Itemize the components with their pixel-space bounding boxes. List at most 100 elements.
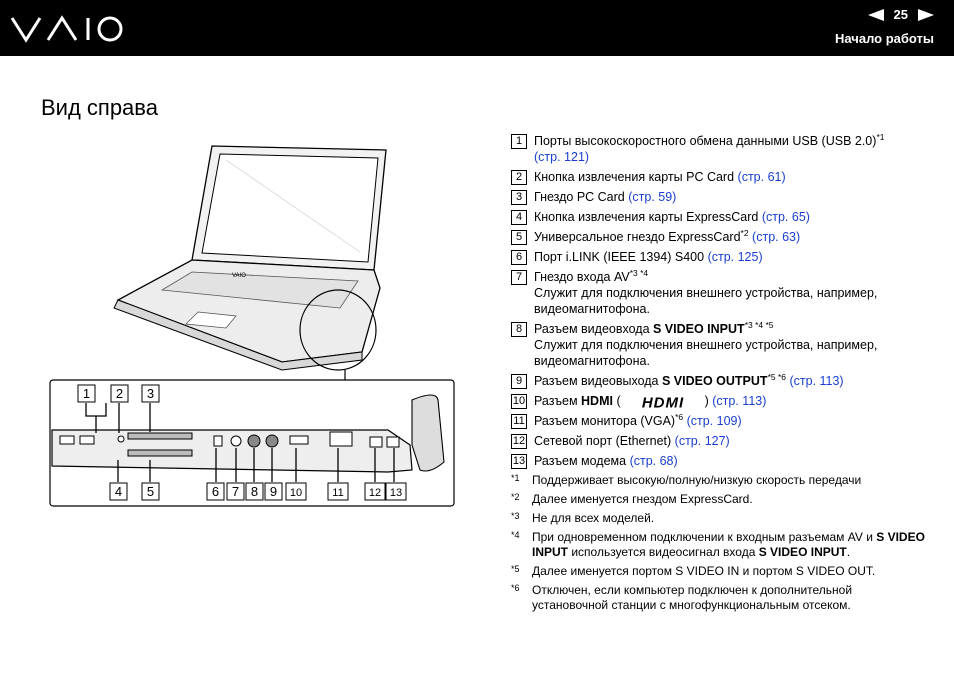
previous-page-icon[interactable]	[867, 8, 884, 21]
list-item: 12 Сетевой порт (Ethernet) (стр. 127)	[511, 433, 931, 449]
footnote-mark: *1	[511, 473, 520, 483]
item-text: Кнопка извлечения карты ExpressCard	[534, 210, 762, 224]
page-navigation: 25	[867, 7, 934, 22]
hdmi-logo-icon: HDMI	[641, 395, 683, 409]
page-link[interactable]: (стр. 68)	[629, 454, 678, 468]
footnote: *6 Отключен, если компьютер подключен к …	[511, 583, 931, 613]
callout-3: 3	[147, 386, 154, 401]
page-title: Вид справа	[41, 95, 158, 120]
item-text: Гнездо PC Card	[534, 190, 629, 204]
page-link[interactable]: (стр. 63)	[748, 230, 801, 244]
footnote-mark: *3	[511, 511, 520, 521]
item-number: 11	[511, 414, 527, 429]
footnotes: *1 Поддерживает высокую/полную/низкую ск…	[511, 473, 931, 613]
callout-10: 10	[290, 487, 302, 499]
page-link[interactable]: (стр. 113)	[712, 394, 767, 408]
component-legend: 1 Порты высокоскоростного обмена данными…	[511, 133, 931, 617]
item-text: )	[704, 394, 713, 408]
callout-boxes: 1 2 3 4 5 6 7 8 9 10 11 12 13	[77, 384, 407, 501]
callout-5: 5	[147, 484, 154, 499]
item-number: 6	[511, 250, 527, 265]
item-text: Порт i.LINK (IEEE 1394) S400	[534, 250, 708, 264]
item-text: Разъем модема	[534, 454, 630, 468]
footnote-ref: *6	[675, 411, 684, 422]
footnote-ref: *1	[876, 131, 885, 142]
item-number: 7	[511, 270, 527, 285]
item-text-bold: S VIDEO INPUT	[653, 322, 745, 336]
item-description: Служит для подключения внешнего устройст…	[534, 338, 878, 368]
list-item: 4 Кнопка извлечения карты ExpressCard (с…	[511, 209, 931, 225]
footnote-mark: *2	[511, 492, 520, 502]
item-number: 1	[511, 134, 527, 149]
page-link[interactable]: (стр. 109)	[683, 414, 742, 428]
callout-1: 1	[83, 386, 90, 401]
item-text: Порты высокоскоростного обмена данными U…	[534, 134, 877, 148]
laptop-base: VAIO	[113, 259, 381, 371]
item-text: Универсальное гнездо ExpressCard	[534, 230, 741, 244]
list-item: 5 Универсальное гнездо ExpressCard*2 (ст…	[511, 229, 931, 245]
footnote-text: Отключен, если компьютер подключен к доп…	[532, 583, 853, 612]
list-item: 10 Разъем HDMI (HDMI) (стр. 113)	[511, 393, 931, 409]
next-page-icon[interactable]	[918, 8, 934, 21]
footnote: *1 Поддерживает высокую/полную/низкую ск…	[511, 473, 931, 488]
list-item: 7 Гнездо входа AV*3 *4 Служит для подключ…	[511, 269, 931, 317]
page-header: 25 Начало работы	[0, 0, 954, 56]
laptop-right-side-illustration: VAIO 1 2 3	[49, 145, 455, 507]
footnote-mark: *5	[511, 564, 520, 574]
footnote-mark: *6	[511, 583, 520, 593]
callout-13: 13	[390, 487, 402, 499]
callout-7: 7	[232, 484, 239, 499]
list-item: 11 Разъем монитора (VGA)*6 (стр. 109)	[511, 413, 931, 429]
footnote: *4 При одновременном подключении к входн…	[511, 530, 931, 560]
footnote-ref: *5 *6	[767, 371, 786, 382]
footnote-ref: *3 *4 *5	[744, 319, 774, 330]
vaio-logo-icon	[10, 15, 123, 43]
footnote-text: Далее именуется гнездом ExpressCard.	[532, 492, 753, 506]
callout-2: 2	[116, 386, 123, 401]
callout-9: 9	[270, 484, 277, 499]
list-item: 2 Кнопка извлечения карты PC Card (стр. …	[511, 169, 931, 185]
item-description: Служит для подключения внешнего устройст…	[534, 286, 878, 316]
footnote: *5 Далее именуется портом S VIDEO IN и п…	[511, 564, 931, 579]
laptop-lid	[191, 145, 387, 271]
item-number: 12	[511, 434, 527, 449]
item-text: Кнопка извлечения карты PC Card	[534, 170, 738, 184]
item-text: Разъем монитора (VGA)	[534, 414, 676, 428]
list-item: 9 Разъем видеовыхода S VIDEO OUTPUT*5 *6…	[511, 373, 931, 389]
footnote-text: Далее именуется портом S VIDEO IN и порт…	[532, 564, 876, 578]
highlight-ellipse	[299, 289, 377, 371]
hdmi-logo-text: HDMI	[641, 395, 683, 409]
item-text: Разъем видеовхода	[534, 322, 653, 336]
page-link[interactable]: (стр. 61)	[737, 170, 786, 184]
callout-11: 11	[332, 487, 343, 499]
item-number: 10	[511, 394, 527, 409]
footnote-text: Не для всех моделей.	[532, 511, 655, 525]
page-link[interactable]: (стр. 65)	[761, 210, 810, 224]
item-text: (	[612, 394, 621, 408]
footnote-ref: *2	[740, 227, 749, 238]
list-item: 6 Порт i.LINK (IEEE 1394) S400 (стр. 125…	[511, 249, 931, 265]
item-text-bold: HDMI	[581, 394, 613, 408]
item-number: 5	[511, 230, 527, 245]
page-link[interactable]: (стр. 125)	[707, 250, 763, 264]
footnote-text: Поддерживает высокую/полную/низкую скоро…	[532, 473, 862, 487]
item-number: 2	[511, 170, 527, 185]
page-link[interactable]: (стр. 127)	[674, 434, 730, 448]
list-item: 8 Разъем видеовхода S VIDEO INPUT*3 *4 *…	[511, 321, 931, 369]
callout-8: 8	[251, 484, 258, 499]
item-text: Сетевой порт (Ethernet)	[534, 434, 675, 448]
page-link[interactable]: (стр. 121)	[534, 150, 590, 164]
footnote-mark: *4	[511, 530, 520, 540]
page-number: 25	[893, 7, 908, 22]
item-number: 8	[511, 322, 527, 337]
callout-4: 4	[115, 484, 122, 499]
item-text-bold: S VIDEO OUTPUT	[661, 374, 768, 388]
item-number: 3	[511, 190, 527, 205]
item-text: Гнездо входа AV	[534, 270, 630, 284]
footnote-ref: *3 *4	[629, 267, 649, 278]
page-link[interactable]: (стр. 59)	[628, 190, 677, 204]
callout-6: 6	[212, 484, 219, 499]
list-item: 1 Порты высокоскоростного обмена данными…	[511, 133, 931, 165]
page-link[interactable]: (стр. 113)	[786, 374, 844, 388]
item-text: Разъем видеовыхода	[534, 374, 662, 388]
